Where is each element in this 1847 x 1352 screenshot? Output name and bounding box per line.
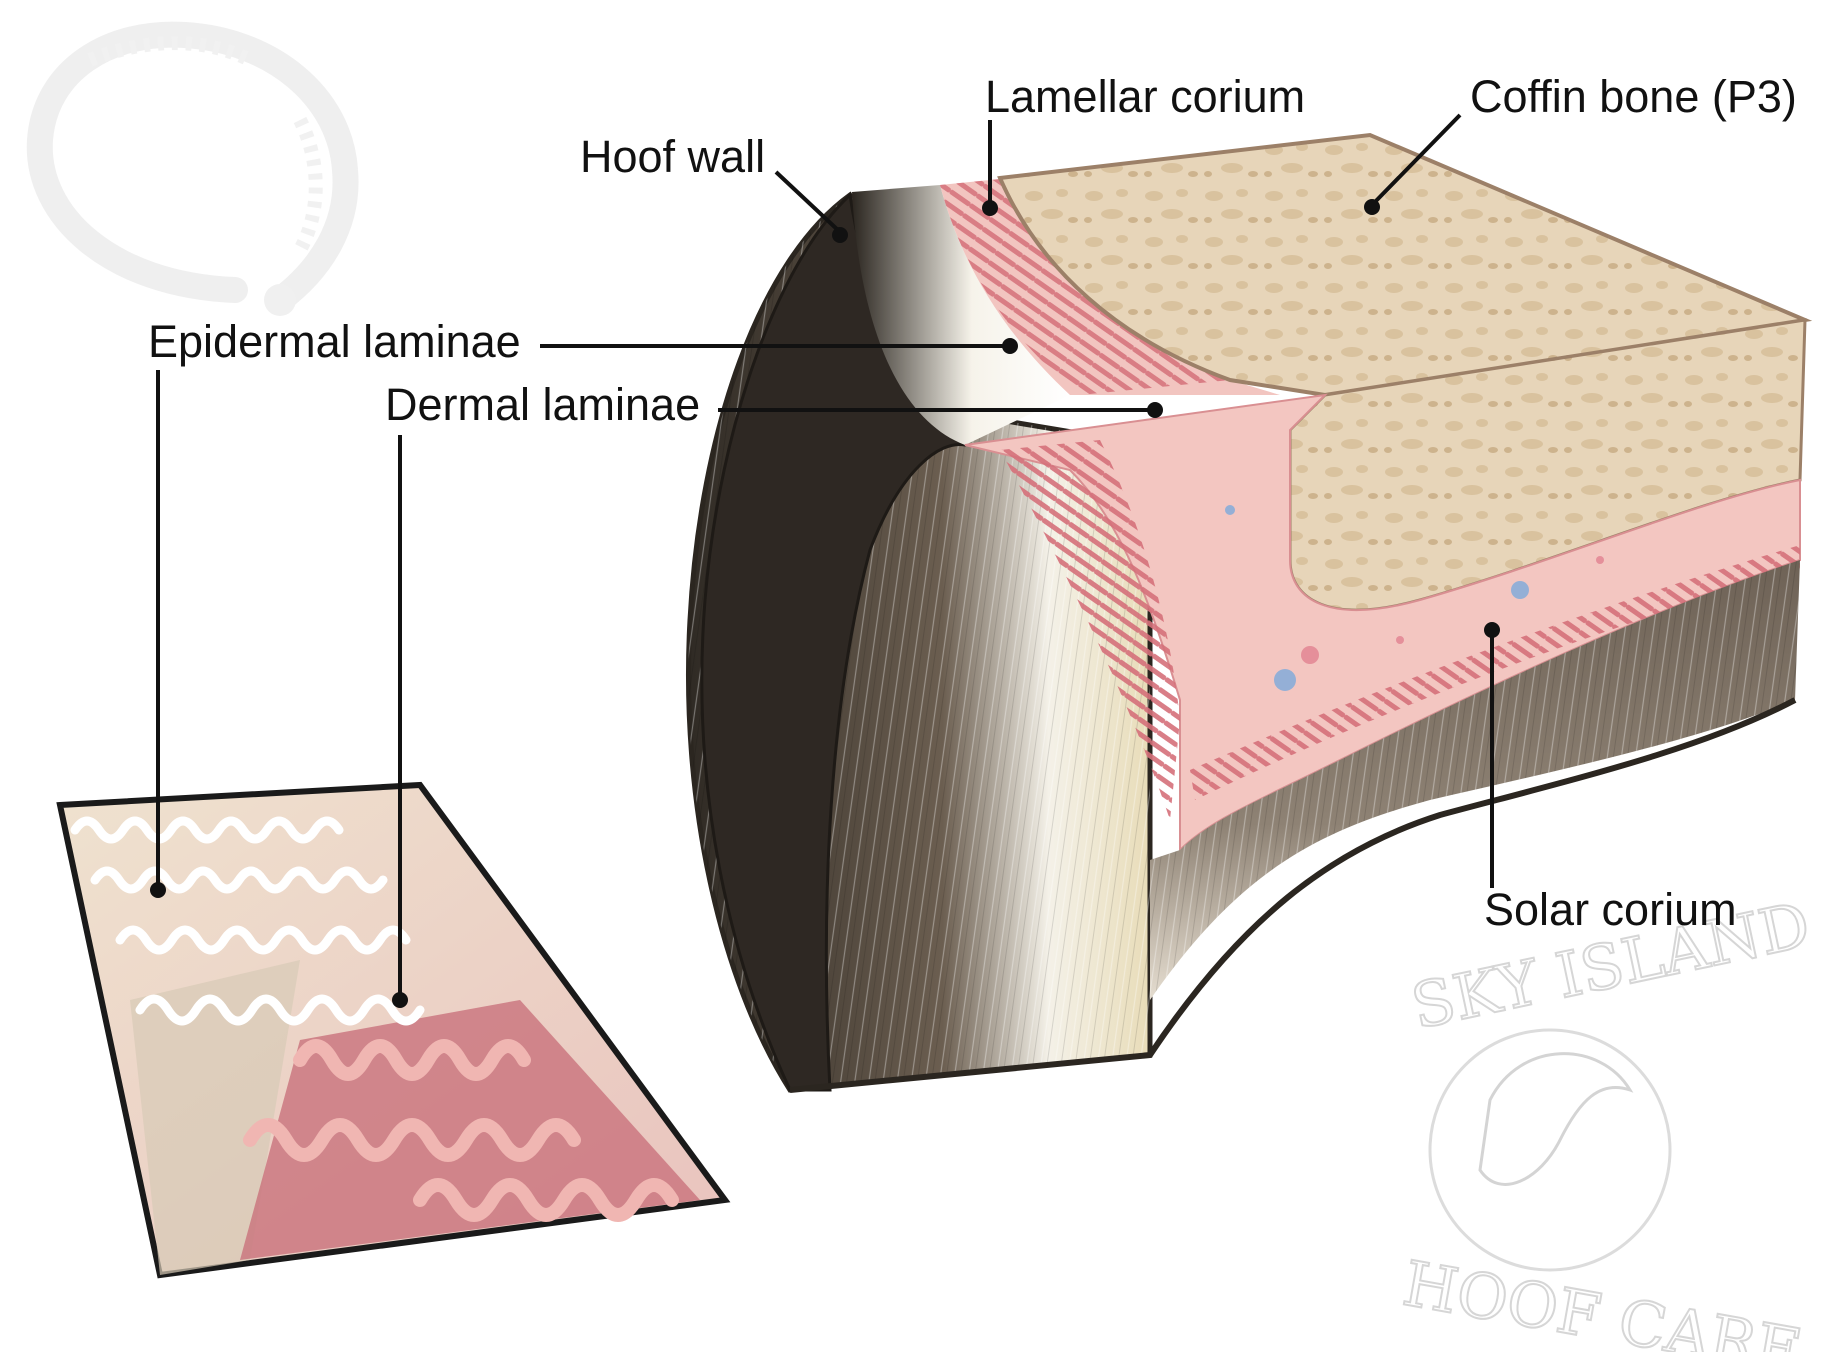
coffin-bone-top [997,132,1813,398]
laminae-inset-panel [56,781,731,1279]
label-dermal-laminae: Dermal laminae [385,379,700,430]
leader-hoof-wall [774,170,842,234]
label-epidermal-laminae: Epidermal laminae [148,316,521,367]
watermark-bottom-text: HOOF CARE [1398,1247,1807,1352]
sky-island-watermark: SKY ISLAND HOOF CARE [1397,887,1817,1352]
leader-coffin-bone [1370,113,1462,207]
leader-lines [156,113,1494,1000]
label-hoof-wall: Hoof wall [580,131,765,182]
blood-vessels [1225,505,1604,691]
label-coffin-bone: Coffin bone (P3) [1470,71,1797,122]
hoof-block [686,132,1813,1093]
spine-ring-watermark [26,21,359,316]
leader-dots [150,199,1500,1008]
wall-cross-section [852,185,1070,445]
label-lamellar-corium: Lamellar corium [985,71,1305,122]
label-solar-corium: Solar corium [1484,884,1737,935]
